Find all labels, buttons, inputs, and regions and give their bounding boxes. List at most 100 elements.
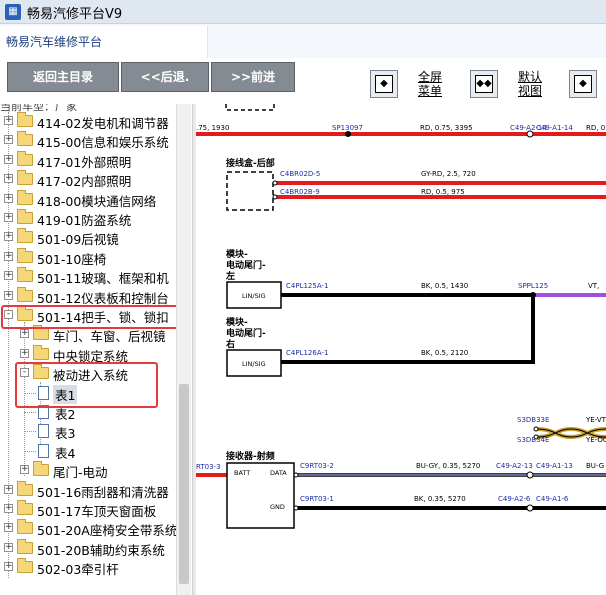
folder-icon [17, 189, 33, 205]
expand-icon[interactable]: + [4, 173, 13, 184]
expand-icon[interactable]: + [4, 115, 13, 125]
collapse-right-button[interactable]: ◆ [569, 70, 597, 98]
lbl-bu-g: BU-G [586, 462, 604, 470]
expand-icon[interactable]: + [4, 270, 13, 281]
expand-icon[interactable]: + [4, 192, 13, 203]
tree-item-501-10[interactable]: +501-10座椅 [0, 247, 176, 267]
lbl-c4pl126a1: C4PL126A-1 [286, 349, 328, 357]
panel-right-icon: ◆ [574, 75, 592, 93]
tree-item-label: 表3 [55, 426, 76, 442]
folder-icon [17, 519, 33, 535]
tree-item-415-00[interactable]: +415-00信息和娱乐系统 [0, 131, 176, 150]
expand-icon[interactable]: + [4, 134, 13, 145]
lbl-c49a1-13: C49-A1-13 [536, 462, 573, 470]
tree-item-table-3[interactable]: 表3 [0, 422, 176, 441]
tree-panel: 当前车型：厂家 +414-02发电机和调节器+415-00信息和娱乐系统+417… [0, 104, 192, 595]
window-title: 畅易汽修平台V9 [27, 7, 123, 22]
expand-icon[interactable]: + [4, 250, 13, 261]
window-titlebar: ▦ 畅易汽修平台V9 [0, 0, 606, 24]
folder-icon [33, 325, 49, 341]
folder-icon [17, 538, 33, 554]
expand-icon[interactable]: + [4, 153, 13, 164]
app-logo-icon: ▦ [5, 4, 21, 20]
tree-item-501-16[interactable]: +501-16雨刮器和清洗器 [0, 480, 176, 500]
expand-icon[interactable]: + [4, 503, 13, 513]
tree-item-label: 418-00模块通信网络 [37, 193, 157, 209]
lbl-module-right-1: 模块- [226, 316, 248, 328]
tree-item-501-14[interactable]: - 501-14把手、锁、锁扣 [0, 306, 176, 325]
fullscreen-menu-link[interactable]: 全屏 菜单 [415, 70, 445, 98]
expand-icon[interactable]: + [20, 328, 29, 339]
lbl-gy-rd: GY-RD, 2.5, 720 [421, 170, 476, 178]
lbl-module-left-1: 模块- [226, 248, 248, 260]
tree-item-501-17[interactable]: +501-17车顶天窗面板 [0, 500, 176, 519]
lbl-bk5270: BK, 0.35, 5270 [414, 495, 466, 503]
tree-item-501-12[interactable]: +501-12仪表板和控制台 [0, 286, 176, 306]
lbl-c49a1-14: C49-A1-14 [536, 124, 573, 132]
lbl-rt03-3: RT03-3 [196, 463, 221, 471]
tree-item-417-02[interactable]: +417-02内部照明 [0, 170, 176, 189]
lbl-vt: VT, [588, 282, 599, 290]
collapse-left-button[interactable]: ◆ [370, 70, 398, 98]
tree-item-label: 车门、车窗、后视镜 [53, 329, 166, 345]
lbl-module-right-2: 电动尾门- [226, 327, 266, 339]
tab-main[interactable]: 畅易汽车维修平台 [0, 26, 208, 58]
folder-icon [17, 286, 33, 302]
tree-item-label: 尾门-电动 [53, 465, 108, 481]
tree-item-418-00[interactable]: +418-00模块通信网络 [0, 189, 176, 209]
tree-item-passive-entry[interactable]: -被动进入系统 [0, 364, 176, 383]
tree-item-501-20b[interactable]: +501-20B辅助约束系统 [0, 538, 176, 558]
tree-item-label: 501-11玻璃、框架和机 [37, 271, 169, 287]
tree-item-label: 501-16雨刮器和清洗器 [37, 484, 169, 500]
folder-icon [17, 267, 33, 283]
folder-icon [17, 228, 33, 244]
current-vehicle-label: 当前车型：厂家 [0, 104, 77, 113]
back-button[interactable]: <<后退. [121, 62, 209, 92]
lbl-c49a1-6: C49-A1-6 [536, 495, 569, 503]
tree-item-label: 502-03牵引杆 [37, 562, 119, 578]
back-to-main-button[interactable]: 返回主目录 [7, 62, 119, 92]
tree-item-417-01[interactable]: +417-01外部照明 [0, 150, 176, 170]
tree-scrollbar-thumb[interactable] [179, 384, 189, 584]
tree-item-label: 中央锁定系统 [53, 348, 129, 364]
tree-item-501-09[interactable]: +501-09后视镜 [0, 228, 176, 247]
lbl-junction-box: 接线盒-后部 [226, 157, 275, 169]
panel-splitter[interactable] [192, 104, 196, 595]
expand-icon[interactable]: + [4, 289, 13, 300]
tree-item-501-11[interactable]: +501-11玻璃、框架和机 [0, 267, 176, 286]
lbl-c9rt03-2: C9RT03-2 [300, 462, 334, 470]
tree-item-central-locking[interactable]: + 中央锁定系统 [0, 344, 176, 364]
expand-icon[interactable]: + [4, 231, 13, 242]
tree-item-419-01[interactable]: +419-01防盗系统 [0, 209, 176, 228]
collapse-icon[interactable]: - [4, 310, 13, 319]
forward-button[interactable]: >>前进 [211, 62, 295, 92]
expand-icon[interactable]: + [4, 541, 13, 552]
tree-item-501-20a[interactable]: +501-20A座椅安全带系统 [0, 519, 177, 538]
tree-item-table-1[interactable]: 表1 [0, 384, 176, 404]
tree-scrollbar[interactable] [176, 104, 191, 595]
tree-item-table-2[interactable]: 表2 [0, 403, 176, 422]
split-view-button[interactable]: ◆◆ [470, 70, 498, 98]
collapse-icon[interactable]: - [20, 368, 29, 378]
expand-icon[interactable]: + [4, 483, 13, 494]
tree-item-label: 501-14把手、锁、锁扣 [37, 310, 169, 325]
split-view-icon: ◆◆ [475, 75, 493, 93]
tree-item-502-03[interactable]: +502-03牵引杆 [0, 558, 176, 577]
tree-item-tailgate-power[interactable]: + 尾门-电动 [0, 461, 176, 480]
expand-icon[interactable]: + [4, 212, 13, 222]
expand-icon[interactable]: + [20, 464, 29, 475]
tree-item-label: 表4 [55, 445, 76, 461]
lbl-bk2120: BK, 0.5, 2120 [421, 349, 468, 357]
lbl-rd0: RD, 0 [586, 124, 605, 132]
lbl-top-left: .75, 1930 [196, 124, 229, 132]
tree-item-table-4[interactable]: 表4 [0, 442, 176, 461]
expand-icon[interactable]: + [20, 347, 29, 358]
folder-icon [17, 209, 33, 224]
selected-item-highlight [15, 362, 158, 408]
expand-icon[interactable]: + [4, 561, 13, 572]
expand-icon[interactable]: + [4, 522, 13, 533]
default-view-link[interactable]: 默认 视图 [515, 70, 545, 98]
folder-icon [17, 170, 33, 186]
tree-item-414-02[interactable]: +414-02发电机和调节器 [0, 112, 176, 131]
toolbar: 返回主目录 <<后退. >>前进 ◆ 全屏 菜单 ◆◆ 默认 视图 ◆ [0, 58, 606, 104]
